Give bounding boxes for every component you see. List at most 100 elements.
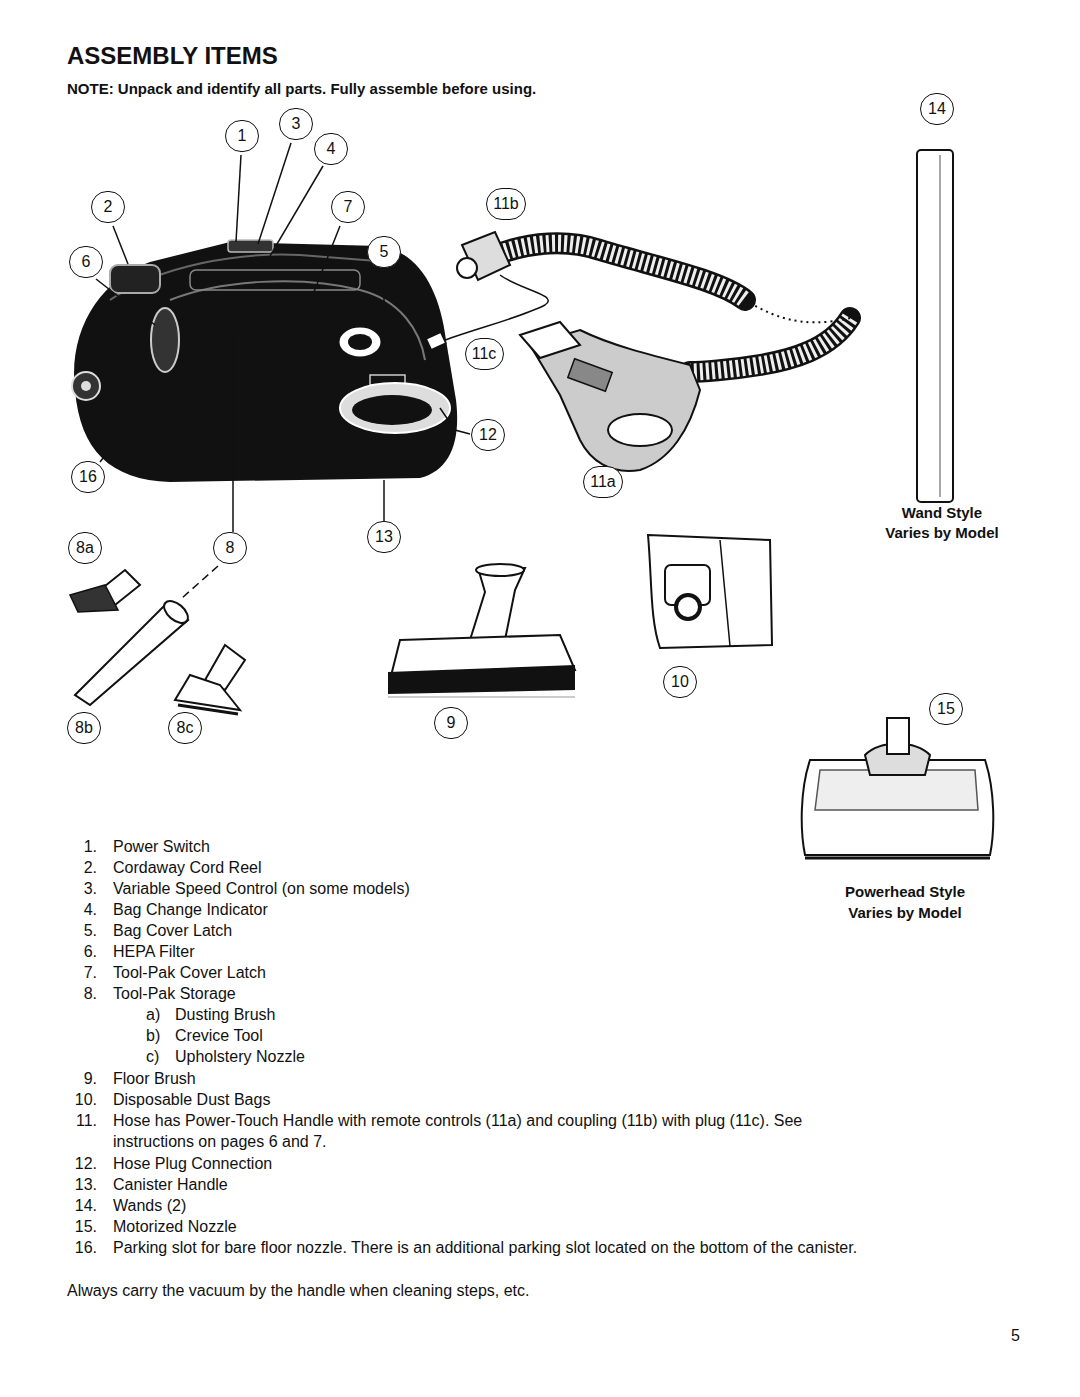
callout-number: 11a: [590, 473, 616, 491]
callout-circle: 11b: [486, 188, 526, 220]
leader-line: [270, 166, 323, 256]
callout-number: 8a: [76, 539, 94, 557]
callout-circle: 8c: [168, 712, 202, 744]
text-label: 12.: [75, 1153, 97, 1174]
callout-number: 5: [380, 243, 389, 261]
hepa-filter: [151, 308, 179, 372]
bag-indicator: [190, 270, 360, 290]
callout-circle: 15: [929, 693, 963, 725]
dust-bag: [648, 535, 772, 648]
cup: [338, 326, 382, 358]
text-label: Floor Brush: [113, 1068, 196, 1089]
text-label: Varies by Model: [885, 522, 998, 543]
text-label: Always carry the vacuum by the handle wh…: [67, 1280, 529, 1301]
callout-circle: 4: [314, 133, 348, 165]
canister-body: [74, 242, 457, 482]
powerhead: [805, 857, 990, 860]
leader-line: [182, 566, 218, 598]
callout-circle: 12: [471, 419, 505, 451]
hose: [488, 243, 850, 372]
leader-line: [236, 155, 241, 242]
text-label: c): [146, 1046, 159, 1067]
callout-circle: 6: [69, 246, 103, 278]
text-label: Bag Change Indicator: [113, 899, 268, 920]
callout-circle: 9: [434, 707, 468, 739]
callout-number: 6: [82, 253, 91, 271]
text-label: 3.: [84, 878, 97, 899]
callout-circle: 5: [367, 236, 401, 268]
wheel: [81, 381, 91, 391]
callout-number: 8c: [177, 719, 194, 737]
callout-number: 10: [671, 673, 689, 691]
callout-circle: 8: [213, 532, 247, 564]
text-label: b): [146, 1025, 160, 1046]
text-label: Hose has Power-Touch Handle with remote …: [113, 1110, 853, 1152]
text-label: 7.: [84, 962, 97, 983]
callout-circle: 3: [279, 108, 313, 140]
text-label: Crevice Tool: [175, 1025, 263, 1046]
dusting-brush: [70, 585, 118, 612]
callout-circle: 2: [91, 191, 125, 223]
hose-handle: [520, 322, 580, 358]
plug: [426, 332, 446, 350]
text-label: 14.: [75, 1195, 97, 1216]
leader-line: [232, 330, 234, 532]
page-title: ASSEMBLY ITEMS: [67, 42, 278, 70]
callout-circle: 14: [920, 93, 954, 125]
floor-brush: [388, 697, 575, 698]
callout-number: 3: [292, 115, 301, 133]
text-label: 8.: [84, 983, 97, 1004]
text-label: NOTE: Unpack and identify all parts. Ful…: [67, 78, 536, 99]
wheel: [72, 372, 100, 400]
remote-controls: [568, 359, 612, 391]
callout-circle: 11a: [583, 466, 623, 498]
callout-number: 14: [928, 100, 946, 118]
text-label: 11.: [76, 1110, 97, 1131]
leader-line: [100, 410, 140, 462]
canister-handle: [352, 395, 432, 425]
text-label: 9.: [84, 1068, 97, 1089]
text-label: 6.: [84, 941, 97, 962]
powerhead-neck: [887, 718, 909, 754]
hose-coupling: [457, 258, 477, 278]
text-label: 1.: [84, 836, 97, 857]
callout-number: 11c: [472, 345, 497, 363]
text-label: Hose Plug Connection: [113, 1153, 272, 1174]
callout-number: 8: [226, 539, 235, 557]
text-label: 15.: [75, 1216, 97, 1237]
floor-brush: [388, 665, 575, 694]
floor-brush: [476, 564, 524, 576]
callout-circle: 11c: [465, 338, 504, 370]
callout-number: 12: [479, 426, 497, 444]
leader-line: [113, 226, 128, 264]
callout-number: 1: [238, 127, 247, 145]
power-switch: [228, 240, 273, 252]
text-label: 16.: [75, 1237, 97, 1258]
callout-number: 8b: [75, 719, 93, 737]
leader-line: [383, 271, 385, 372]
leader-line: [96, 279, 155, 325]
hose: [745, 300, 850, 322]
crevice-tool: [160, 597, 192, 627]
callout-number: 13: [375, 528, 393, 546]
text-label: 2.: [84, 857, 97, 878]
text-label: Upholstery Nozzle: [175, 1046, 305, 1067]
text-label: Disposable Dust Bags: [113, 1089, 270, 1110]
text-label: 13.: [75, 1174, 97, 1195]
wand: [917, 150, 953, 502]
callout-circle: 7: [331, 191, 365, 223]
callout-number: 11b: [493, 195, 519, 213]
text-label: Varies by Model: [848, 902, 961, 923]
dust-bag: [720, 540, 730, 646]
text-label: a): [146, 1004, 160, 1025]
text-label: Bag Cover Latch: [113, 920, 232, 941]
hose-handle: [608, 414, 672, 446]
callout-number: 16: [79, 468, 97, 486]
text-label: Motorized Nozzle: [113, 1216, 237, 1237]
callout-circle: 16: [71, 461, 105, 493]
dust-bag: [676, 595, 700, 619]
callout-number: 9: [447, 714, 456, 732]
text-label: Tool-Pak Cover Latch: [113, 962, 266, 983]
text-label: Parking slot for bare floor nozzle. Ther…: [113, 1237, 857, 1258]
text-label: Powerhead Style: [845, 881, 965, 902]
